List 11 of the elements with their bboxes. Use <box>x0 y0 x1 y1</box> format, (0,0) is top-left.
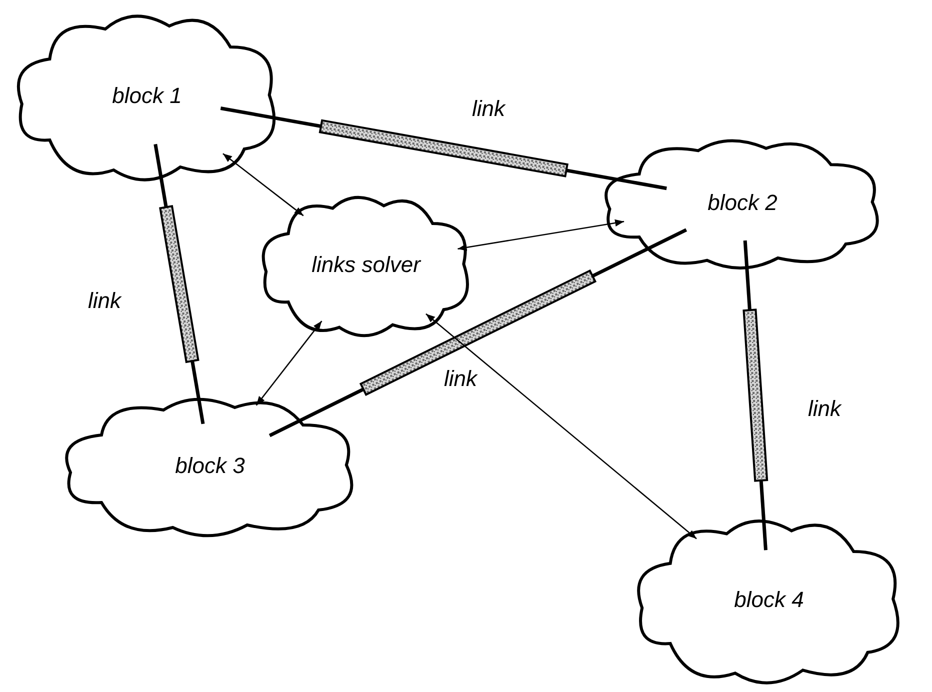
arrow <box>256 320 322 406</box>
link-connector <box>742 240 768 550</box>
node-label: block 2 <box>708 188 778 216</box>
arrow <box>426 313 697 540</box>
node-label: block 4 <box>734 586 804 614</box>
node-label: block 1 <box>112 82 182 110</box>
arrow <box>458 219 624 251</box>
node-label: block 3 <box>175 452 245 480</box>
link-connector <box>154 144 205 424</box>
arrow <box>222 153 304 216</box>
node-label: links solver <box>312 250 420 278</box>
